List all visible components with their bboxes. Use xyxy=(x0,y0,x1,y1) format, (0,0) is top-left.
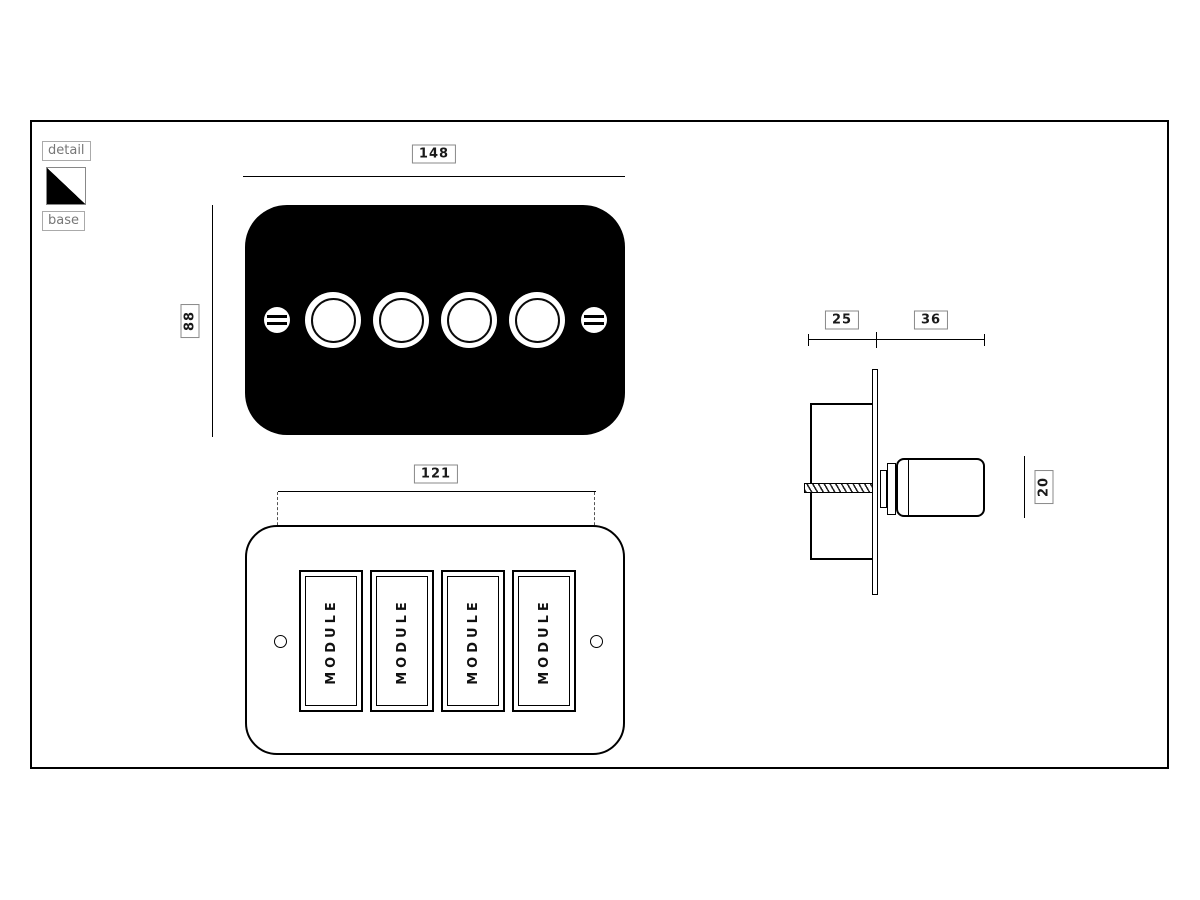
dim-label-knob-projection: 36 xyxy=(913,310,949,330)
module-slot-4: MODULE xyxy=(512,570,576,712)
screw-slot-icon xyxy=(267,315,287,318)
dimmer-knob-4 xyxy=(509,292,565,348)
dimmer-knob-1 xyxy=(305,292,361,348)
module-slot-inner: MODULE xyxy=(305,576,357,706)
knob-collar xyxy=(880,470,887,508)
legend-base-label: base xyxy=(42,211,85,231)
dim-label-front-height: 88 xyxy=(180,303,200,339)
module-slot-1: MODULE xyxy=(299,570,363,712)
dim-line-front-height xyxy=(212,205,213,437)
dim-tick xyxy=(984,334,985,346)
module-label: MODULE xyxy=(323,597,339,685)
dim-line-knob-diameter xyxy=(1024,456,1025,518)
screw-head-icon xyxy=(581,307,607,333)
dimmer-knob-face xyxy=(378,297,424,343)
screw-slot-icon xyxy=(267,322,287,325)
dim-line-module-pitch xyxy=(278,491,596,492)
module-label: MODULE xyxy=(536,597,552,685)
dim-label-module-pitch: 121 xyxy=(413,464,459,484)
knob-skirt-line xyxy=(908,460,909,515)
module-slot-inner: MODULE xyxy=(376,576,428,706)
module-slot-2: MODULE xyxy=(370,570,434,712)
threaded-shaft-icon xyxy=(804,483,873,493)
dim-label-front-width: 148 xyxy=(411,144,457,164)
side-view-plate-edge xyxy=(872,369,878,595)
module-label: MODULE xyxy=(465,597,481,685)
dimmer-knob-face xyxy=(446,297,492,343)
screw-head-icon xyxy=(264,307,290,333)
module-slot-inner: MODULE xyxy=(518,576,570,706)
dimmer-knob-3 xyxy=(441,292,497,348)
base-view-plate: MODULE MODULE MODULE MODULE xyxy=(245,525,625,755)
screw-slot-icon xyxy=(584,322,604,325)
screw-slot-icon xyxy=(584,315,604,318)
dim-label-knob-diameter: 20 xyxy=(1034,469,1054,505)
module-slot-3: MODULE xyxy=(441,570,505,712)
side-view-wall-box xyxy=(810,403,874,560)
finish-swatch-icon xyxy=(46,167,86,205)
front-view-plate xyxy=(245,205,625,435)
dimmer-knob-2 xyxy=(373,292,429,348)
module-label: MODULE xyxy=(394,597,410,685)
screw-hole-icon xyxy=(590,635,603,648)
dim-line-depth xyxy=(808,339,985,340)
dim-tick xyxy=(808,334,809,346)
knob-bushing xyxy=(887,463,896,515)
dim-line-front-width xyxy=(243,176,625,177)
side-view-knob xyxy=(896,458,985,517)
dimmer-knob-face xyxy=(310,297,356,343)
screw-hole-icon xyxy=(274,635,287,648)
dimmer-knob-face xyxy=(514,297,560,343)
dim-label-box-depth: 25 xyxy=(824,310,860,330)
legend-detail-label: detail xyxy=(42,141,91,161)
module-slot-inner: MODULE xyxy=(447,576,499,706)
drawing-border xyxy=(30,120,1169,769)
dim-tick xyxy=(876,332,877,348)
